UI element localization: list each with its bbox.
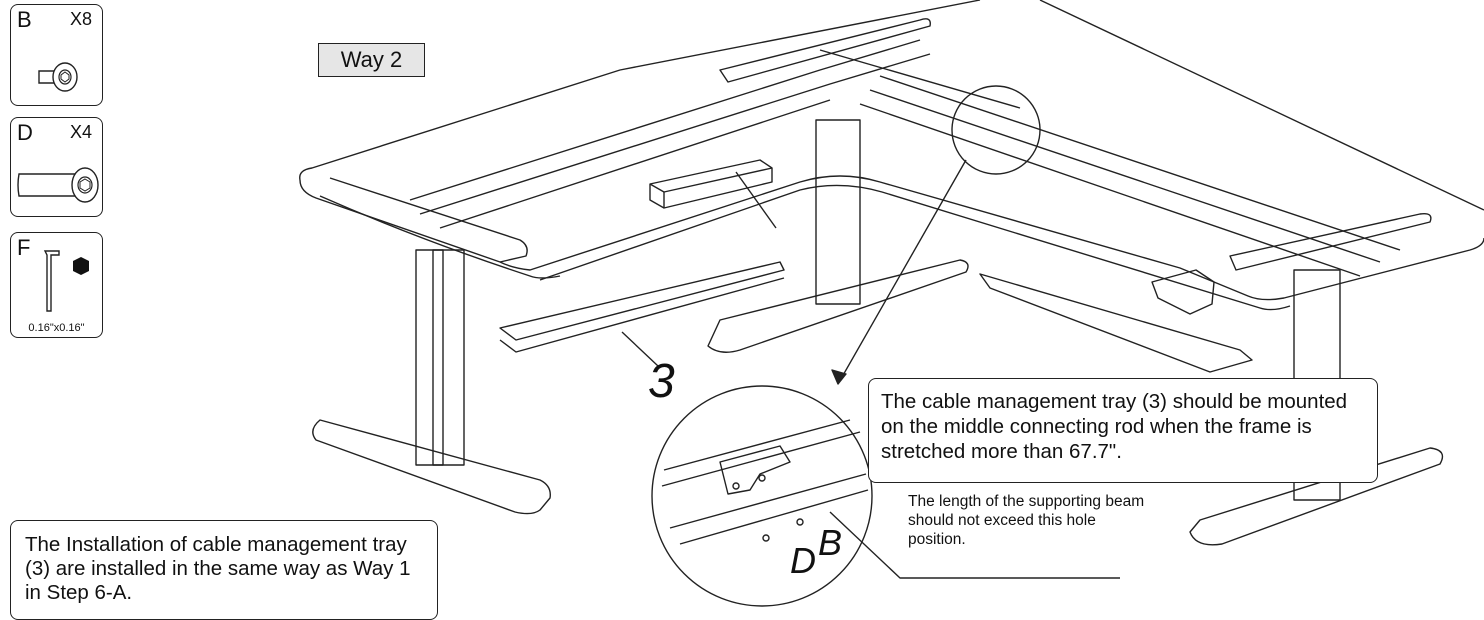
- installation-note: The Installation of cable management tra…: [10, 520, 438, 620]
- supporting-beam-note: The length of the supporting beam should…: [908, 493, 1145, 548]
- part-letter: B: [17, 7, 32, 32]
- part-size-label: 0.16"x0.16": [28, 322, 85, 334]
- part-f-box: F 0.16"x0.16": [10, 232, 103, 338]
- short-bolt-icon: [38, 62, 78, 92]
- part-letter: F: [17, 235, 31, 260]
- part-letter: D: [17, 120, 33, 145]
- allen-key-icon: [43, 250, 89, 312]
- mounting-note: The cable management tray (3) should be …: [868, 378, 1378, 483]
- part-d-box: D X4: [10, 117, 103, 217]
- part-quantity: X4: [69, 122, 92, 142]
- way-label: Way 2: [318, 43, 425, 77]
- long-bolt-icon: [17, 167, 99, 203]
- cable-tray-number: 3: [648, 355, 675, 408]
- part-quantity: X8: [69, 9, 92, 29]
- bolt-d-label: D: [790, 540, 816, 581]
- part-b-box: B X8: [10, 4, 103, 106]
- bolt-b-label: B: [818, 522, 843, 563]
